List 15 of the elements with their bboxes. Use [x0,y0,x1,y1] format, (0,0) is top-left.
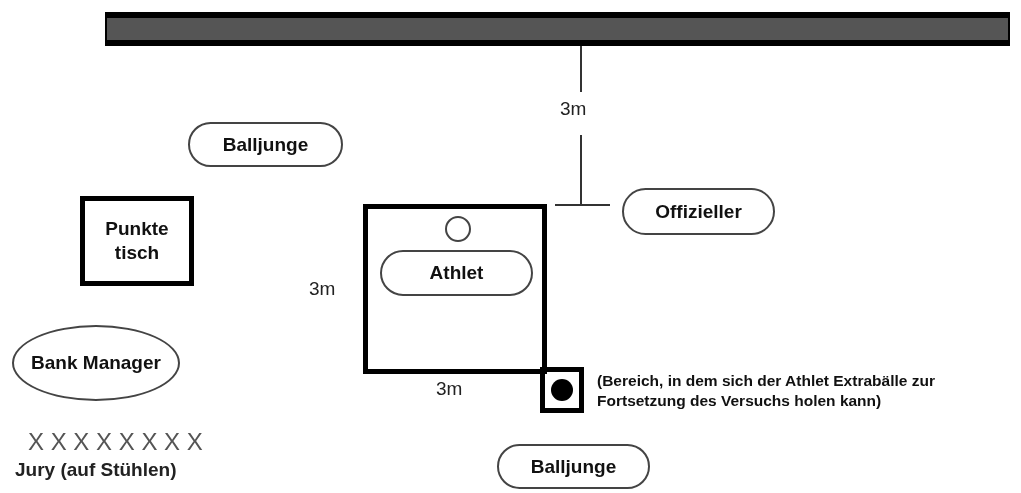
ball-boy-tag: Balljunge [188,122,343,167]
chair-row: X X X X X X X X [28,428,203,456]
jury-label: Jury (auf Stühlen) [15,459,177,481]
position-circle [445,216,471,242]
throwing-area [363,204,547,374]
official-tag: Offizieller [622,188,775,235]
scoring-table: Punkte tisch [80,196,194,286]
bench-manager-tag: Bank Manager [12,325,180,401]
note-text: (Bereich, in dem sich der Athlet Extrabälle zur Fortsetzung des Versuchs holen kann) [597,371,936,412]
dimension-label: 3m [309,278,336,300]
wall-bar [105,12,1010,46]
athlete-tag: Athlet [380,250,533,296]
dimension-label: 3m [436,378,463,400]
ball-boy-tag: Balljunge [497,444,650,489]
dimension-label: 3m [560,98,587,120]
